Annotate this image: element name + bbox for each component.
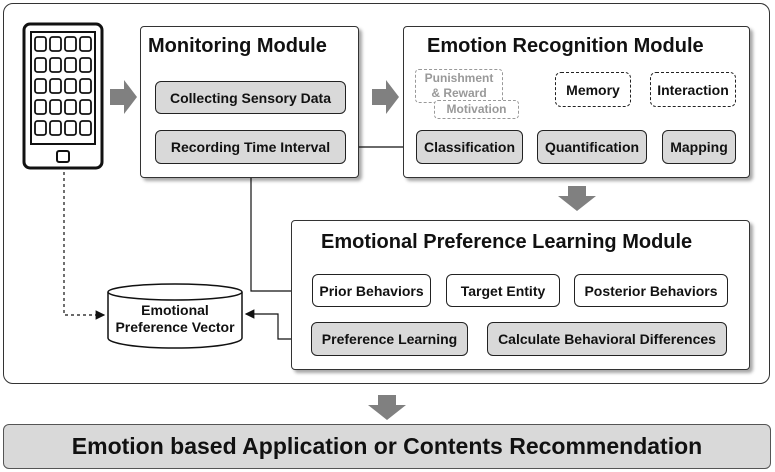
app-icon [64, 120, 77, 136]
app-icon [64, 78, 77, 94]
app-icon [79, 36, 92, 52]
app-icon [34, 36, 47, 52]
memory-box: Memory [555, 72, 631, 107]
app-icon [49, 120, 62, 136]
emotion-recognition-module-title: Emotion Recognition Module [427, 35, 704, 57]
prior-behaviors-box: Prior Behaviors [312, 274, 431, 307]
reward-label: & Reward [431, 86, 487, 100]
punishment-label: Punishment [424, 71, 494, 85]
app-icon [49, 57, 62, 73]
flow-arrow-recognition-to-learning [558, 186, 596, 211]
recording-time-interval-box: Recording Time Interval [155, 130, 346, 164]
app-icon [64, 57, 77, 73]
app-icon [79, 78, 92, 94]
app-icon [64, 99, 77, 115]
calculate-behavioral-differences-box: Calculate Behavioral Differences [487, 322, 727, 356]
smartphone-icon [22, 22, 104, 170]
app-icon [79, 120, 92, 136]
app-icon [34, 120, 47, 136]
interaction-box: Interaction [650, 72, 736, 107]
mapping-box: Mapping [662, 130, 736, 164]
collecting-sensory-data-box: Collecting Sensory Data [155, 81, 346, 114]
monitoring-module-title: Monitoring Module [148, 35, 327, 57]
emotional-preference-vector-database: Emotional Preference Vector [106, 282, 244, 350]
quantification-box: Quantification [537, 130, 647, 164]
app-icon [49, 99, 62, 115]
app-icon [34, 99, 47, 115]
app-icon [64, 36, 77, 52]
app-icon [34, 78, 47, 94]
vector-label-line2: Preference Vector [115, 319, 235, 335]
vector-label-line1: Emotional [141, 302, 209, 318]
posterior-behaviors-box: Posterior Behaviors [574, 274, 728, 307]
app-icon [34, 57, 47, 73]
punishment-reward-box: Punishment & Reward [415, 69, 503, 103]
app-icon [79, 57, 92, 73]
recommendation-output-bar: Emotion based Application or Contents Re… [3, 424, 771, 469]
app-icon [79, 99, 92, 115]
learning-module-title: Emotional Preference Learning Module [321, 231, 693, 253]
target-entity-box: Target Entity [446, 274, 560, 307]
motivation-box: Motivation [434, 100, 519, 119]
preference-learning-box: Preference Learning [311, 322, 468, 356]
classification-box: Classification [416, 130, 523, 164]
app-icon [49, 36, 62, 52]
flow-arrow-phone-to-monitoring [110, 80, 137, 114]
flow-arrow-monitoring-to-recognition [372, 80, 399, 114]
flow-arrow-to-application [368, 395, 406, 420]
app-icon [49, 78, 62, 94]
